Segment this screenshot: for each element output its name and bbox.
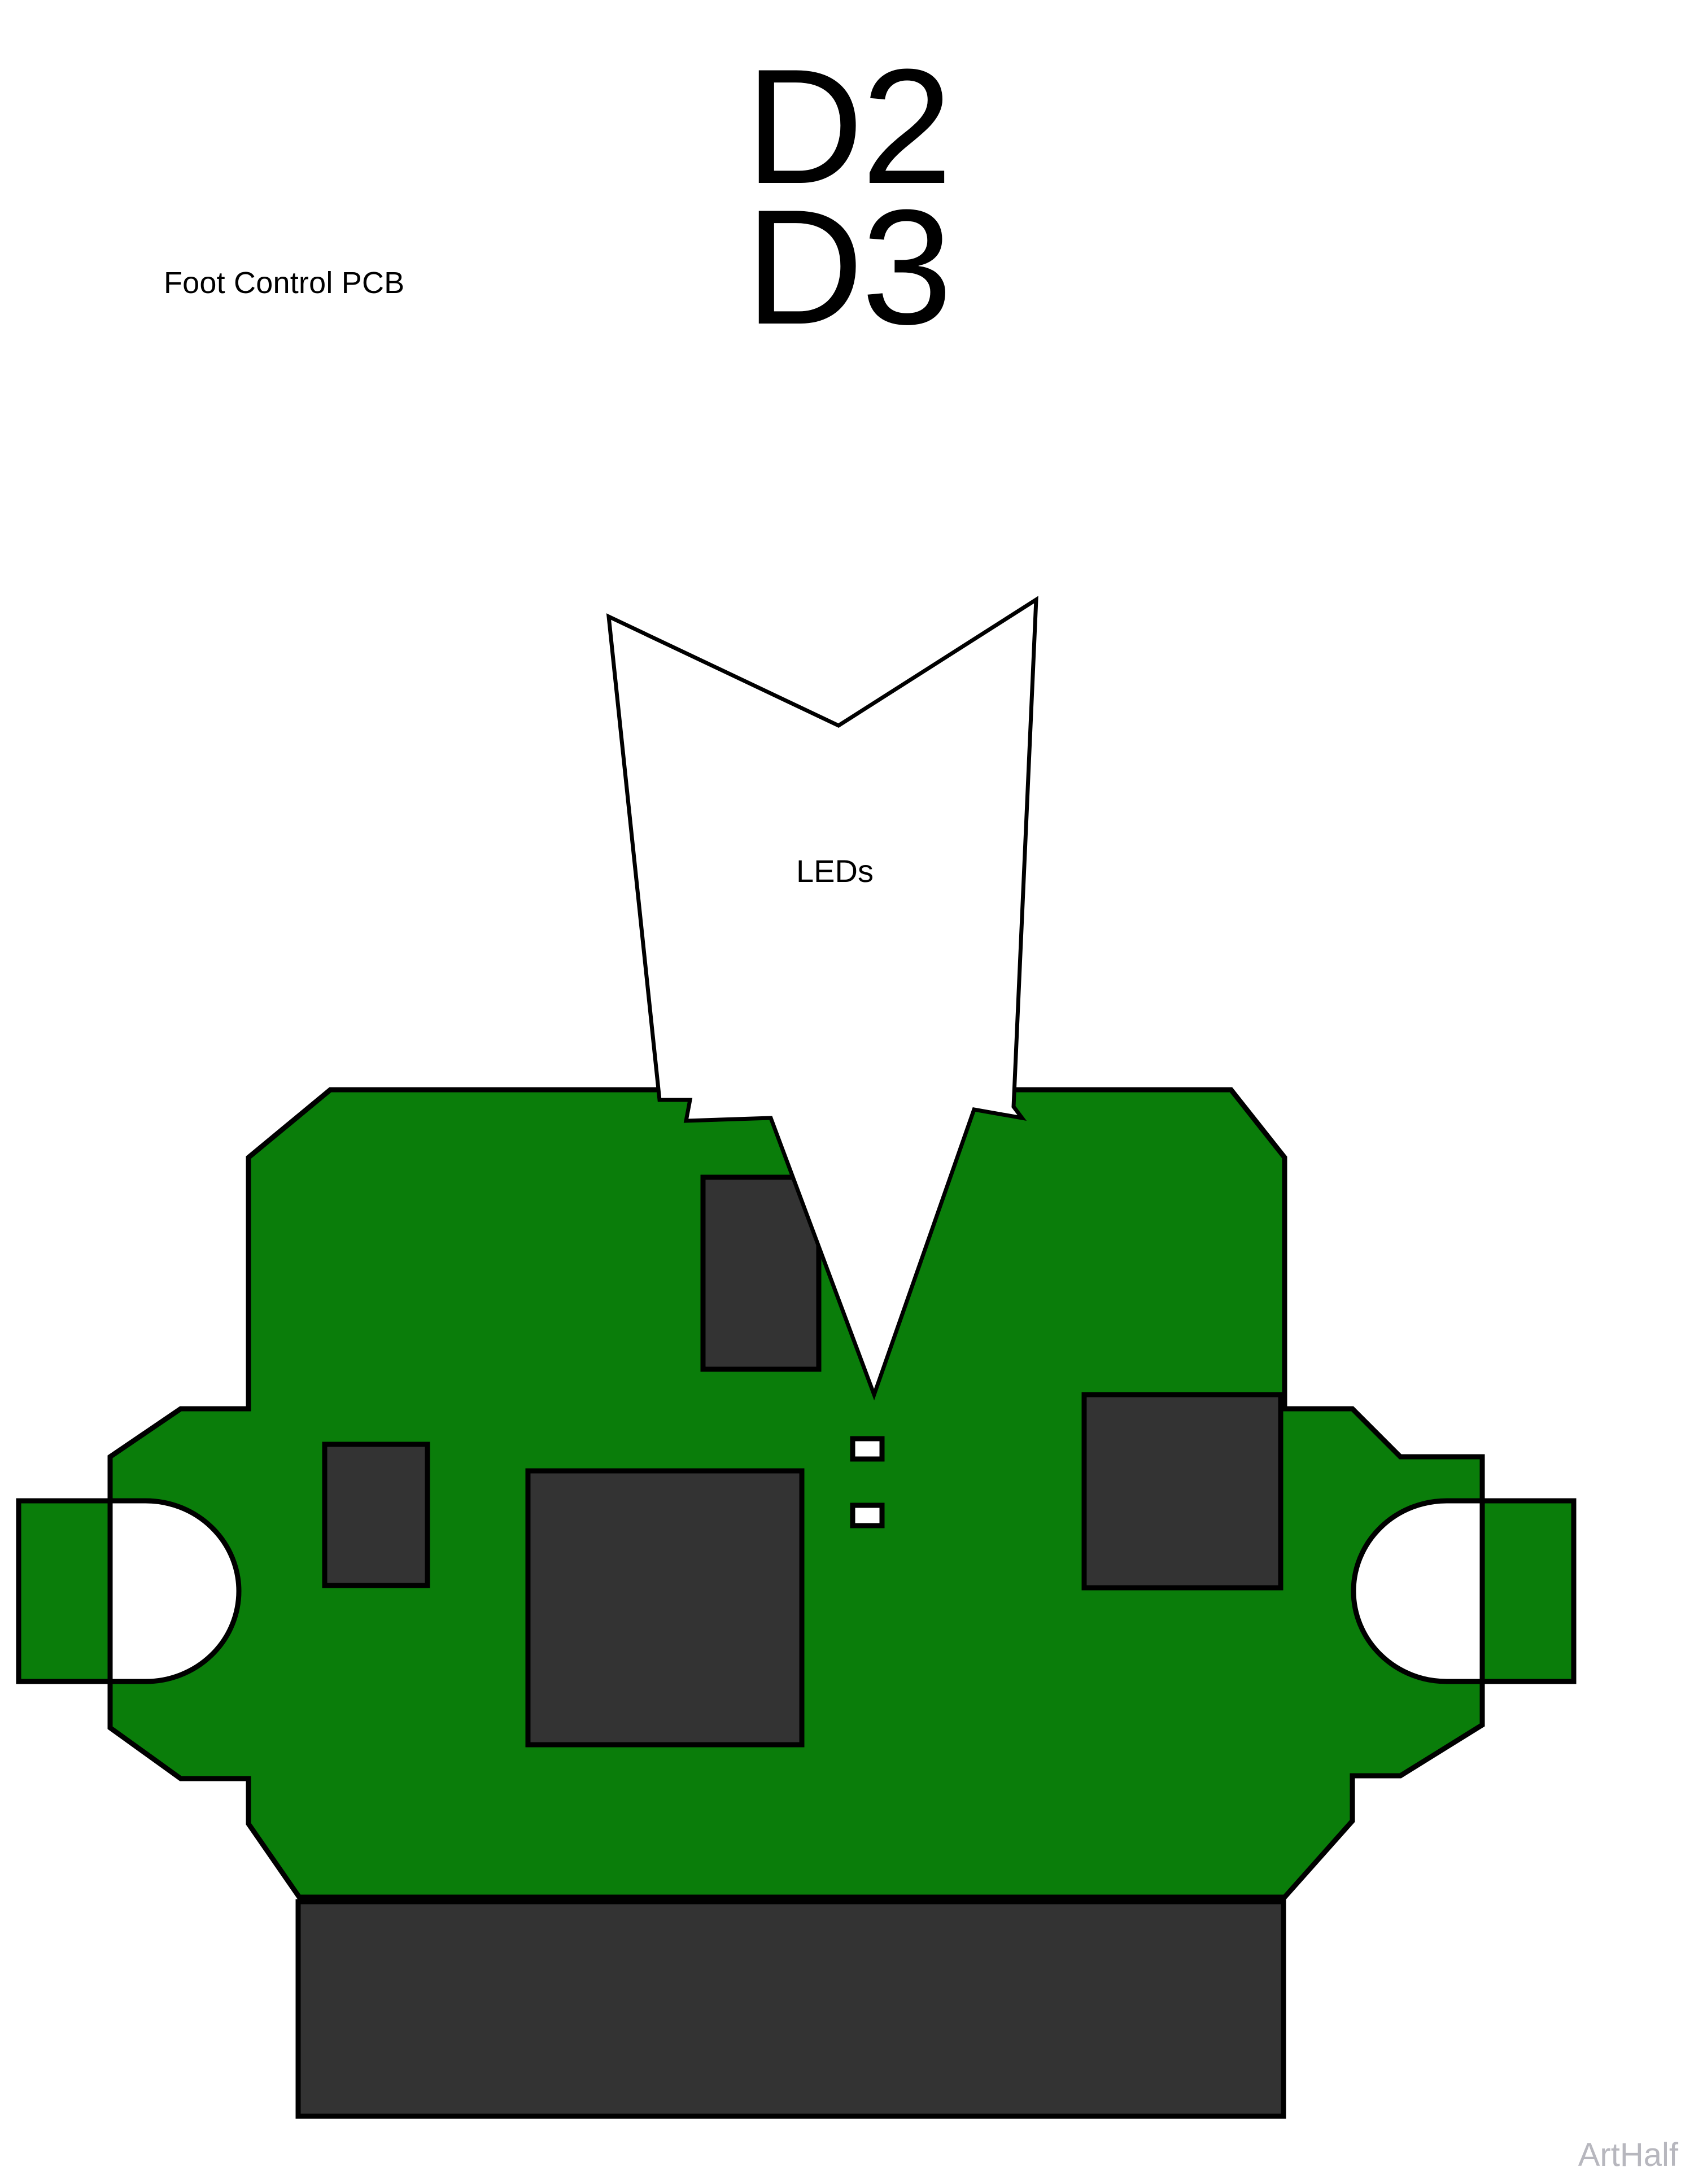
callout-body-label: LEDs	[796, 853, 874, 889]
component-main-ic	[525, 1468, 805, 1748]
led-d3-pad	[850, 1502, 885, 1528]
component-left-small	[322, 1442, 430, 1588]
component-top-center	[700, 1174, 822, 1372]
led-d2-pad	[850, 1436, 885, 1462]
callout-title: D2 D3	[745, 35, 953, 359]
callout-title-line-1: D2	[745, 35, 953, 218]
watermark-text: ArtHalf	[1578, 2137, 1678, 2173]
callout-title-line-2: D3	[745, 176, 953, 359]
connector-bottom	[295, 1899, 1286, 2119]
leds-callout-arrow	[606, 596, 1038, 1401]
component-right-square	[1081, 1392, 1283, 1591]
pcb-components	[295, 1174, 1286, 2119]
board-label: Foot Control PCB	[164, 266, 405, 300]
led-pads	[850, 1436, 885, 1528]
